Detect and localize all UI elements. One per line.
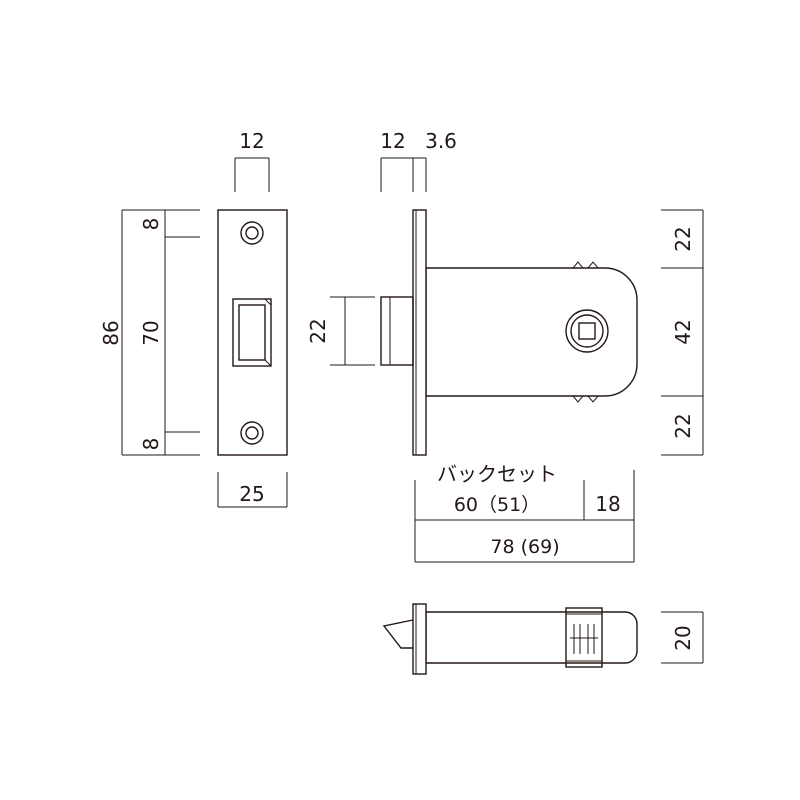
latch-window-outer [232, 298, 272, 367]
latch-window-inner [238, 304, 266, 361]
dim-latch-height-text: 22 [306, 318, 330, 343]
dim-right-verticals: 22 42 22 [661, 209, 704, 456]
dim-right-bottom-text: 22 [671, 413, 695, 438]
dim-side-top-width-text: 12 [380, 129, 405, 153]
dim-bottom-margin-text: 8 [139, 438, 163, 451]
bottom-screw-outer [240, 421, 264, 445]
dim-plate-width: 25 [217, 472, 288, 508]
top-view-plate [412, 603, 427, 675]
top-view-hub [565, 607, 603, 668]
side-face-plate [412, 209, 427, 456]
dim-top-margin-text: 8 [139, 218, 163, 231]
latch-bolt [380, 296, 414, 366]
dim-bottom-height: 20 [661, 611, 704, 664]
dim-backset-label: バックセット [437, 462, 557, 486]
top-view-latch [382, 619, 414, 649]
lock-case [425, 267, 638, 397]
spindle-hole [578, 322, 596, 340]
top-view [382, 603, 638, 675]
front-view [217, 209, 288, 456]
face-plate [217, 209, 288, 456]
dim-backset-value: 60（51） [454, 494, 540, 516]
side-view [380, 209, 638, 456]
dim-screw-pitch-text: 70 [139, 320, 163, 345]
top-screw-inner [245, 226, 259, 240]
bottom-screw-inner [245, 426, 259, 440]
hub-outer [565, 309, 609, 353]
dim-latch-height: 22 [306, 296, 375, 366]
top-screw-outer [240, 221, 264, 245]
dim-front-top-width: 12 [234, 129, 270, 192]
dim-plate-width-text: 25 [239, 482, 264, 506]
top-view-case [425, 611, 638, 664]
dim-backset: バックセット 60（51） 18 78 (69) [414, 462, 635, 563]
dim-overall-height-text: 86 [99, 320, 123, 345]
dim-right-top-text: 22 [671, 226, 695, 251]
dim-right-middle-text: 42 [671, 319, 695, 344]
dim-front-top-width-text: 12 [239, 129, 264, 153]
dim-overall-length-text: 78 (69) [490, 536, 559, 558]
dim-bottom-height-text: 20 [671, 625, 695, 650]
hub-inner [570, 314, 604, 348]
dim-side-top-thickness-text: 3.6 [425, 129, 457, 153]
dim-case-end-text: 18 [595, 492, 620, 516]
dim-side-top: 12 3.6 [380, 129, 457, 192]
dim-left-verticals: 86 70 8 8 [99, 209, 200, 456]
